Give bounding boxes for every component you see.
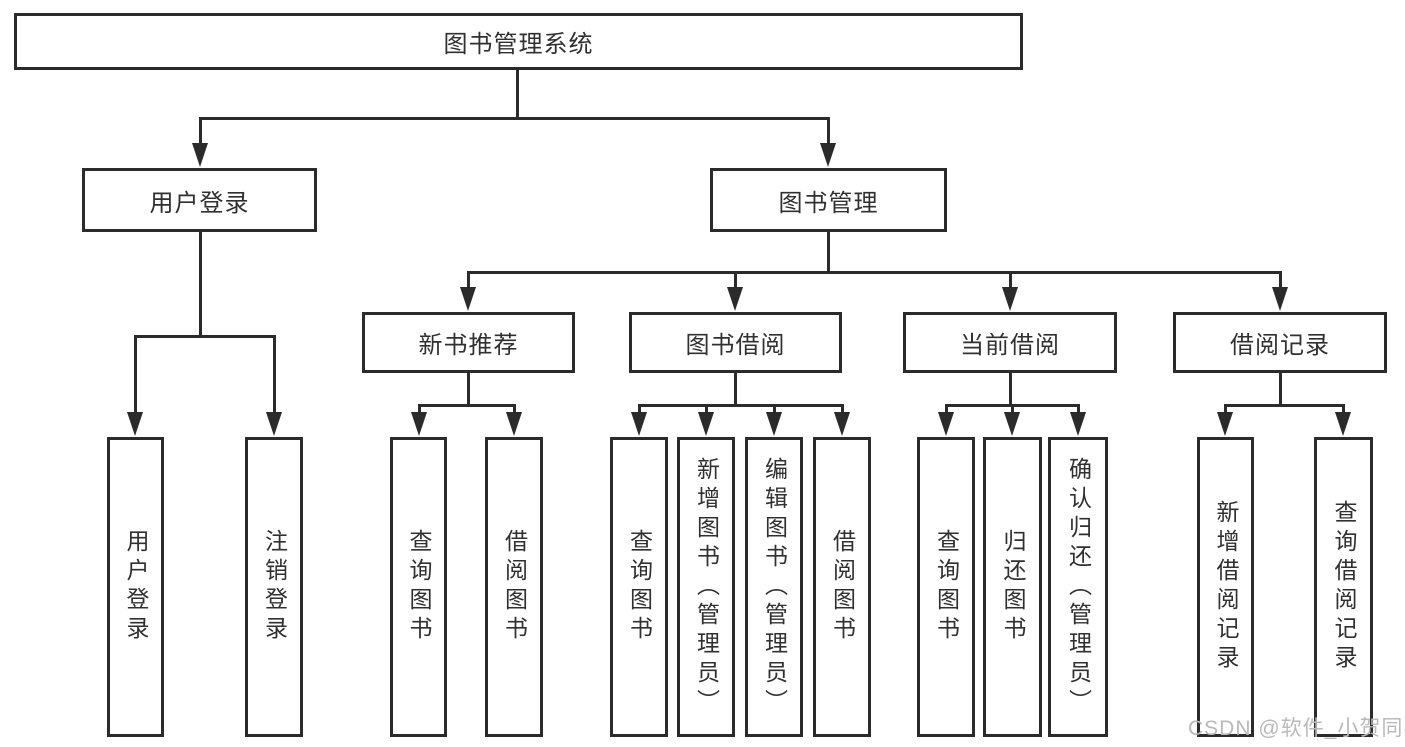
- connector-book-borrow-stem: [734, 371, 737, 407]
- connector-arrow-stem-bb-add: [705, 404, 708, 414]
- arrowhead-current-borrow: [1002, 287, 1018, 311]
- leaf-query-borrow-record: 查询借阅记录: [1314, 437, 1373, 737]
- connector-arrow-stem-bb-borrow: [841, 404, 844, 414]
- node-new-book-recommendation: 新书推荐: [362, 312, 575, 373]
- connector-arrow-stem-cb-query: [945, 404, 948, 414]
- leaf-label: 用户登录: [123, 529, 149, 645]
- leaf-label: 查询图书: [933, 529, 960, 645]
- arrowhead-nb-query: [411, 412, 427, 436]
- arrowhead-book-borrow: [727, 287, 743, 311]
- arrowhead-br-query: [1335, 412, 1351, 436]
- connector-arrow-stem-new-book: [467, 271, 470, 289]
- leaf-logout: 注销登录: [245, 437, 303, 737]
- arrowhead-cb-confirm: [1070, 412, 1086, 436]
- leaf-label: 借阅图书: [501, 529, 528, 645]
- connector-arrow-stem-borrow-records: [1279, 271, 1282, 289]
- connector-current-borrow-stem: [1009, 371, 1012, 407]
- connector-arrow-stem-br-query: [1342, 404, 1345, 414]
- leaf-label: 查询图书: [626, 529, 653, 645]
- leaf-borrow-books-recommend: 借阅图书: [485, 437, 543, 737]
- arrowhead-cb-return: [1004, 412, 1020, 436]
- connector-level1-hline: [199, 117, 830, 120]
- arrowhead-book-management: [820, 143, 836, 167]
- node-label: 图书管理: [778, 189, 879, 217]
- connector-arrow-stem-current-borrow: [1009, 271, 1012, 289]
- leaf-add-borrow-record: 新增借阅记录: [1197, 437, 1254, 737]
- leaf-add-books-admin: 新增图书（管理员）: [677, 437, 735, 737]
- node-book-borrowing: 图书借阅: [629, 312, 842, 373]
- node-label: 图书借阅: [685, 332, 786, 359]
- connector-root-stem: [516, 68, 519, 120]
- leaf-label: 编辑图书（管理员）: [761, 456, 788, 718]
- arrowhead-user-login: [192, 143, 208, 167]
- arrowhead-bb-query: [631, 412, 647, 436]
- leaf-label: 确认归还（管理员）: [1065, 456, 1092, 718]
- connector-new-book-stem: [467, 371, 470, 407]
- node-label: 借阅记录: [1230, 332, 1330, 359]
- arrowhead-new-book: [460, 287, 476, 311]
- leaf-label: 借阅图书: [829, 529, 856, 645]
- connector-book-borrow-hline: [638, 404, 844, 407]
- leaf-label: 查询图书: [406, 529, 432, 645]
- node-label: 图书管理系统: [443, 31, 594, 58]
- leaf-confirm-return-admin: 确认归还（管理员）: [1048, 437, 1108, 737]
- connector-arrow-stem-nb-query: [418, 404, 421, 414]
- leaf-query-books-borrowing: 查询图书: [610, 437, 668, 737]
- leaf-label: 归还图书: [1000, 529, 1026, 645]
- connector-user-login-hline: [134, 335, 276, 338]
- connector-book-management-stem: [827, 231, 830, 274]
- connector-arrow-stem-book-management: [827, 117, 830, 145]
- node-borrowing-records: 借阅记录: [1173, 312, 1387, 373]
- connector-user-login-stem: [199, 231, 202, 338]
- arrowhead-bb-edit: [766, 412, 782, 436]
- arrowhead-bb-borrow: [834, 412, 850, 436]
- connector-arrow-stem-br-add: [1224, 404, 1227, 414]
- connector-new-book-hline: [418, 404, 516, 407]
- connector-arrow-stem-leaf-user-login: [134, 335, 137, 414]
- connector-arrow-stem-user-login: [199, 117, 202, 145]
- leaf-label: 新增借阅记录: [1213, 500, 1239, 674]
- connector-borrow-records-hline: [1224, 404, 1345, 407]
- node-book-management: 图书管理: [710, 168, 947, 232]
- node-label: 当前借阅: [960, 332, 1060, 359]
- connector-level2-hline: [467, 271, 1282, 274]
- connector-arrow-stem-bb-edit: [773, 404, 776, 414]
- connector-arrow-stem-leaf-logout: [273, 335, 276, 414]
- node-user-login: 用户登录: [82, 168, 317, 232]
- leaf-borrow-books-borrowing: 借阅图书: [813, 437, 871, 737]
- node-library-management-system: 图书管理系统: [14, 13, 1023, 70]
- connector-arrow-stem-nb-borrow: [513, 404, 516, 414]
- leaf-return-books: 归还图书: [983, 437, 1042, 737]
- arrowhead-leaf-user-login: [127, 412, 143, 436]
- leaf-label: 新增图书（管理员）: [693, 456, 720, 718]
- leaf-query-books-recommend: 查询图书: [390, 437, 447, 737]
- leaf-label: 注销登录: [261, 529, 288, 645]
- leaf-edit-books-admin: 编辑图书（管理员）: [745, 437, 803, 737]
- arrowhead-br-add: [1217, 412, 1233, 436]
- connector-borrow-records-stem: [1279, 371, 1282, 407]
- node-current-borrowing: 当前借阅: [903, 312, 1117, 373]
- connector-arrow-stem-cb-return: [1011, 404, 1014, 414]
- leaf-label: 查询借阅记录: [1331, 500, 1357, 674]
- connector-arrow-stem-bb-query: [638, 404, 641, 414]
- watermark: CSDN @软件_小贺同学: [1188, 717, 1405, 740]
- node-label: 新书推荐: [418, 332, 519, 359]
- arrowhead-leaf-logout: [266, 412, 282, 436]
- connector-arrow-stem-book-borrow: [734, 271, 737, 289]
- leaf-query-books-current: 查询图书: [917, 437, 975, 737]
- leaf-user-login: 用户登录: [107, 437, 164, 737]
- connector-arrow-stem-cb-confirm: [1077, 404, 1080, 414]
- arrowhead-nb-borrow: [506, 412, 522, 436]
- node-label: 用户登录: [149, 189, 250, 217]
- arrowhead-cb-query: [938, 412, 954, 436]
- arrowhead-borrow-records: [1272, 287, 1288, 311]
- arrowhead-bb-add: [698, 412, 714, 436]
